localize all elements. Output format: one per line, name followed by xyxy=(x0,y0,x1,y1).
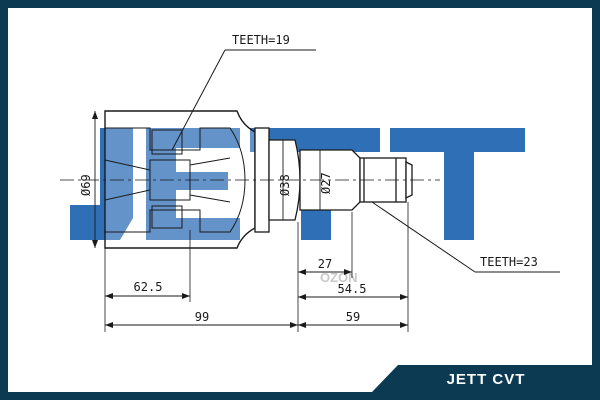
watermark-letter-t2 xyxy=(390,128,525,240)
diameter-outer-arrow-top xyxy=(92,111,98,119)
faint-watermark: OZON xyxy=(320,270,358,285)
brand-label: JETT CVT xyxy=(447,371,526,388)
teeth-inner-label: TEETH=23 xyxy=(480,255,538,269)
dimension-lines xyxy=(105,271,408,326)
dimension-d2: 27 xyxy=(318,257,332,271)
diameter-mid-label: Ø38 xyxy=(278,174,292,196)
brand-tab xyxy=(372,365,592,392)
teeth-outer-leader xyxy=(171,49,226,151)
diameter-shaft-label: Ø27 xyxy=(319,172,333,194)
teeth-inner-leader xyxy=(371,201,476,273)
watermark-letter-e xyxy=(146,128,240,240)
teeth-outer-label: TEETH=19 xyxy=(232,33,290,47)
dimension-d5: 59 xyxy=(346,310,360,324)
watermark-letter-j xyxy=(70,128,133,240)
diameter-outer-arrow-bottom xyxy=(92,240,98,248)
dimension-d1: 62.5 xyxy=(134,280,163,294)
dimension-arrows xyxy=(105,269,408,328)
diameter-outer-label: Ø69 xyxy=(79,174,93,196)
dimension-d4: 99 xyxy=(195,310,209,324)
extension-lines xyxy=(104,202,409,332)
dimension-d3: 54.5 xyxy=(338,282,367,296)
